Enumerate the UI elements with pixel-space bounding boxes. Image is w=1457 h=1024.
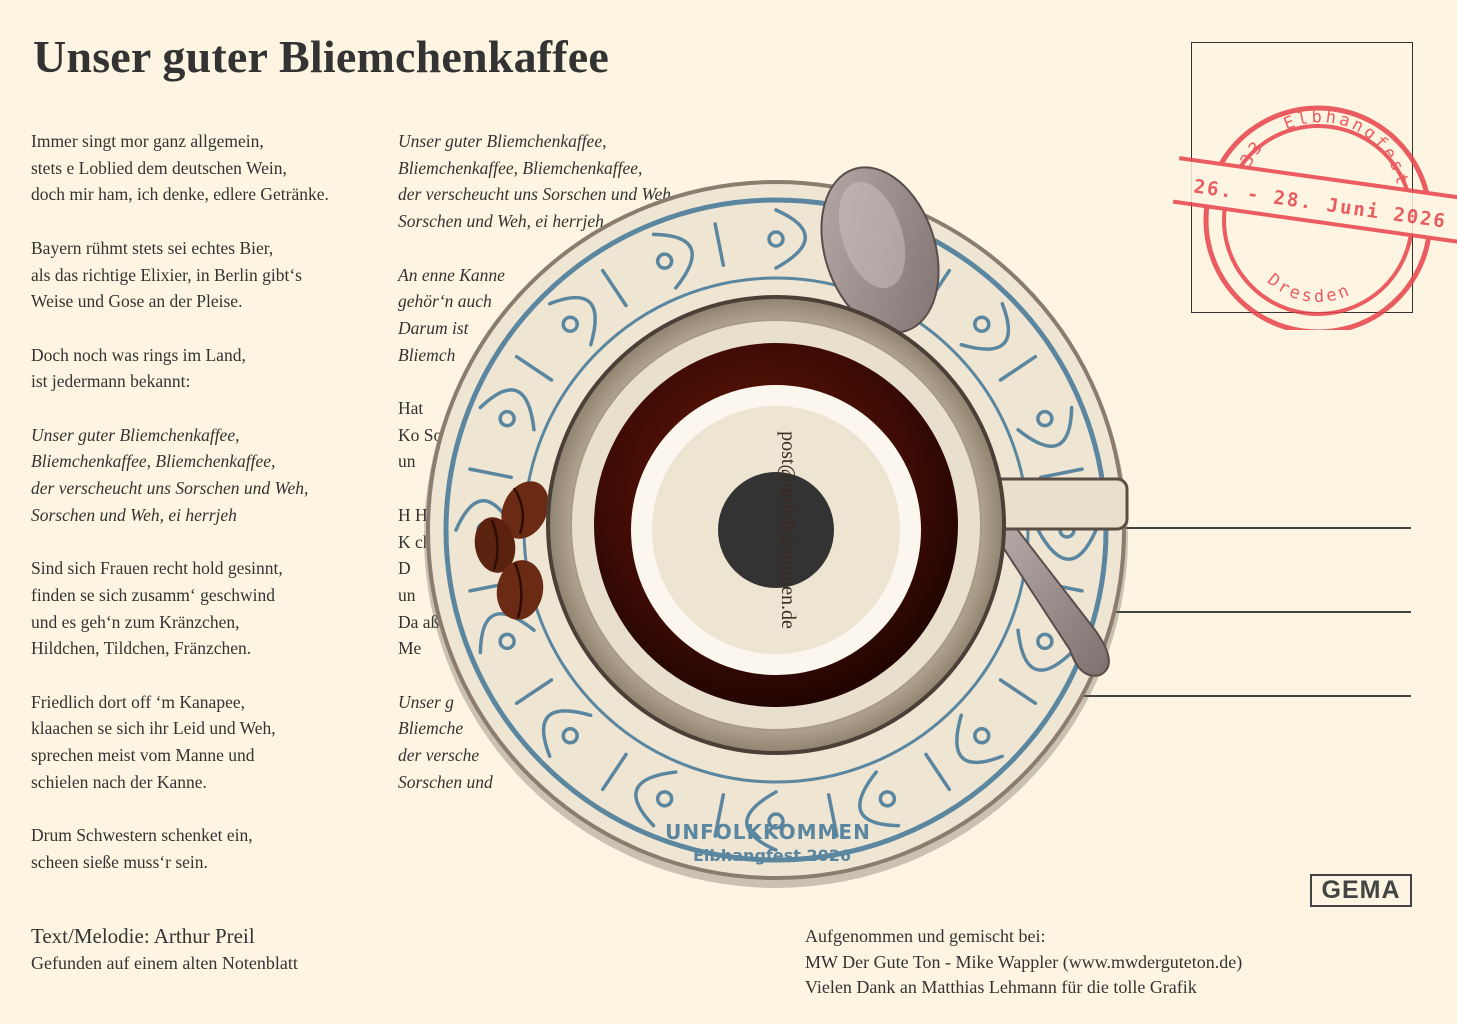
lyrics-stanza: Unser guter Bliemchenkaffee, Bliemchenka… (31, 424, 309, 525)
saucer-ornament (955, 713, 1005, 765)
credits-source: Gefunden auf einem alten Notenblatt (31, 953, 298, 973)
saucer-ornament (1036, 528, 1098, 561)
saucer-ornament (767, 230, 785, 248)
saucer-ornament (959, 301, 1011, 351)
saucer-ornament (878, 790, 897, 808)
credits-right: Aufgenommen und gemischt bei: MW Der Gut… (805, 924, 1242, 1001)
saucer-ornament (713, 222, 726, 267)
credits-left: Text/Melodie: Arthur Preil Gefunden auf … (31, 922, 298, 976)
saucer-ornament (1036, 409, 1054, 428)
saucer-ornament (713, 793, 726, 838)
address-line (838, 695, 1411, 697)
lyrics-stanza: Unser g Bliemche der versche Sorschen un… (398, 691, 493, 792)
credits-thanks: Vielen Dank an Matthias Lehmann für die … (805, 977, 1197, 997)
saucer-ornament (858, 770, 901, 828)
saucer-ornament (547, 295, 597, 347)
saucer-ornament (973, 727, 991, 745)
credits-author: Text/Melodie: Arthur Preil (31, 924, 255, 948)
saucer-ornament (478, 388, 536, 432)
gema-logo: GEMA (1310, 874, 1412, 907)
saucer-ornament (826, 793, 839, 838)
postmark-stamp: 33. Elbhangfest 26. - 28. Juni 2026 Dres… (1172, 96, 1457, 330)
cd-hole (718, 472, 834, 588)
saucer-ornament (1016, 405, 1074, 448)
saucer-ornament (561, 315, 579, 333)
saucer-ornament (767, 812, 785, 830)
saucer-ornament (651, 232, 694, 290)
lyrics-stanza: Drum Schwestern schenket ein, scheen sie… (31, 825, 253, 872)
saucer-ornament (998, 678, 1038, 706)
saucer-ornament (973, 315, 991, 333)
spoon-icon (820, 166, 1110, 677)
saucer-ornament (468, 467, 513, 480)
credits-recorded: Aufgenommen und gemischt bei: (805, 926, 1046, 946)
saucer-ornament (634, 770, 678, 828)
saucer-ornament (924, 752, 952, 792)
saucer-ornament (655, 790, 674, 808)
saucer-ornament (498, 409, 516, 428)
lyrics-stanza: An enne Kanne gehör‘n auch Darum ist Bli… (398, 264, 505, 365)
saucer-ornament (541, 709, 593, 759)
disc-label-text: post@unfolkkommen.de (777, 431, 799, 629)
lyrics-stanza: Unser guter Bliemchenkaffee, Bliemchenka… (398, 131, 676, 232)
saucer-ornament (998, 354, 1038, 382)
saucer-ornament (655, 252, 674, 270)
saucer-ornament (514, 354, 554, 382)
saucer-ornament (514, 678, 554, 706)
lyrics-stanza: Bayern rühmt stets sei echtes Bier, als … (31, 237, 302, 312)
coffee-beans (474, 481, 549, 620)
saucer-ornament (1036, 632, 1054, 651)
lyrics-stanza: Friedlich dort off ‘m Kanapee, klaachen … (31, 691, 276, 792)
cup-handle (988, 477, 1129, 531)
lyrics-stanza: Immer singt mor ganz allgemein, stets e … (31, 131, 329, 205)
saucer-ornament (561, 727, 579, 745)
event-name: Elbhangfest 2026 (693, 846, 851, 865)
lyrics-column-1: Immer singt mor ganz allgemein, stets e … (31, 128, 391, 902)
saucer-ornament (600, 752, 628, 792)
saucer-ornament (498, 632, 516, 651)
saucer-ornament (600, 268, 628, 308)
saucer-ornament (774, 208, 807, 270)
band-name: UNFOLKKOMMEN (665, 820, 871, 844)
lyrics-stanza: Doch noch was rings im Land, ist jederma… (31, 344, 246, 392)
saucer-ornament (1039, 467, 1084, 480)
page-title: Unser guter Bliemchenkaffee (33, 31, 610, 82)
lyrics-stanza: Sind sich Frauen recht hold gesinnt, fin… (31, 558, 283, 659)
address-line (838, 611, 1411, 613)
saucer-ornament (745, 790, 778, 852)
saucer-ornament (478, 612, 536, 655)
saucer-ornament (1016, 628, 1074, 672)
credits-studio: MW Der Gute Ton - Mike Wappler (www.mwde… (805, 951, 1243, 972)
